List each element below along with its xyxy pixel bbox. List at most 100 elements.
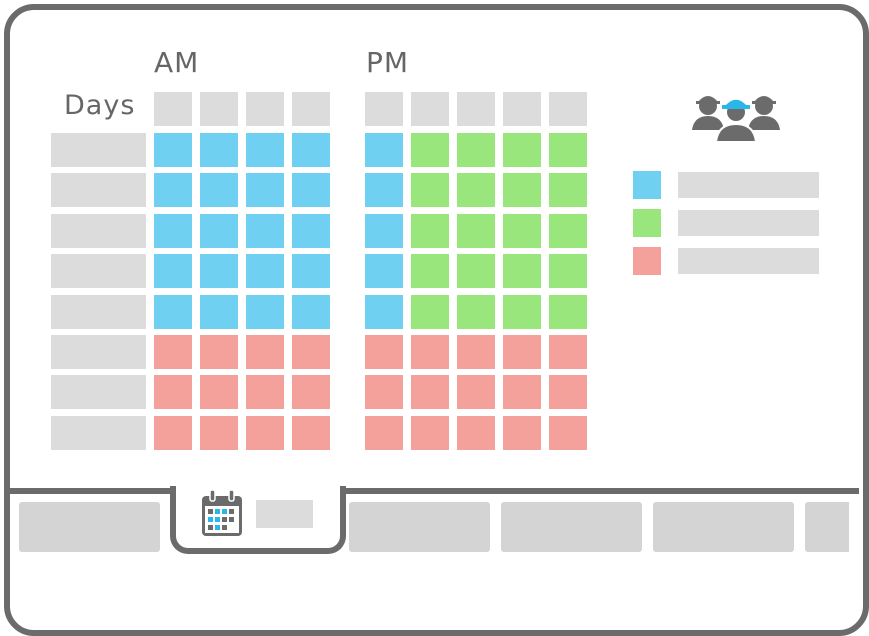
pm-slot-red[interactable] [365,375,403,409]
pm-slot-green[interactable] [457,295,495,329]
day-label [51,173,146,207]
day-label [51,375,146,409]
pm-slot-red[interactable] [457,375,495,409]
am-slot-blue[interactable] [154,133,192,167]
pm-slot-green[interactable] [457,254,495,288]
legend-swatch-green [633,209,661,237]
day-label [51,133,146,167]
am-column-header [292,92,330,126]
pm-slot-green[interactable] [411,133,449,167]
am-slot-red[interactable] [246,416,284,450]
pm-slot-blue[interactable] [365,214,403,248]
tab-6[interactable] [805,502,849,552]
pm-slot-red[interactable] [549,416,587,450]
am-slot-red[interactable] [246,335,284,369]
day-label [51,335,146,369]
pm-slot-green[interactable] [503,173,541,207]
am-slot-blue[interactable] [154,254,192,288]
workers-hardhat-icon [692,96,780,143]
pm-slot-green[interactable] [457,133,495,167]
am-slot-blue[interactable] [200,214,238,248]
am-slot-blue[interactable] [292,295,330,329]
am-column-header [154,92,192,126]
pm-slot-green[interactable] [503,254,541,288]
pm-slot-green[interactable] [503,295,541,329]
pm-slot-green[interactable] [549,214,587,248]
pm-slot-green[interactable] [411,173,449,207]
am-slot-blue[interactable] [292,254,330,288]
pm-slot-green[interactable] [503,214,541,248]
pm-slot-red[interactable] [365,335,403,369]
pm-slot-blue[interactable] [365,295,403,329]
am-slot-blue[interactable] [154,173,192,207]
am-slot-blue[interactable] [292,133,330,167]
pm-slot-red[interactable] [503,416,541,450]
am-slot-blue[interactable] [154,214,192,248]
am-slot-red[interactable] [154,416,192,450]
pm-slot-green[interactable] [549,295,587,329]
pm-slot-red[interactable] [457,335,495,369]
am-slot-red[interactable] [200,335,238,369]
tab-calendar-active[interactable] [170,486,346,554]
day-label [51,254,146,288]
am-slot-blue[interactable] [246,214,284,248]
pm-slot-green[interactable] [457,173,495,207]
day-label [51,295,146,329]
legend-swatch-blue [633,171,661,199]
tab-4[interactable] [501,502,642,552]
am-slot-blue[interactable] [200,254,238,288]
pm-slot-red[interactable] [365,416,403,450]
pm-slot-blue[interactable] [365,254,403,288]
am-slot-red[interactable] [154,335,192,369]
pm-slot-green[interactable] [549,133,587,167]
am-slot-red[interactable] [200,416,238,450]
am-slot-blue[interactable] [154,295,192,329]
am-slot-blue[interactable] [246,295,284,329]
am-slot-red[interactable] [292,335,330,369]
pm-slot-red[interactable] [411,375,449,409]
am-column-header [200,92,238,126]
am-slot-blue[interactable] [200,133,238,167]
days-heading: Days [64,90,136,121]
tab-3[interactable] [349,502,490,552]
pm-slot-red[interactable] [549,335,587,369]
am-slot-red[interactable] [292,416,330,450]
am-slot-blue[interactable] [246,254,284,288]
pm-slot-red[interactable] [457,416,495,450]
pm-slot-red[interactable] [549,375,587,409]
pm-slot-green[interactable] [411,295,449,329]
am-slot-blue[interactable] [246,133,284,167]
am-heading: AM [154,46,200,79]
am-slot-blue[interactable] [292,214,330,248]
pm-slot-green[interactable] [503,133,541,167]
pm-slot-green[interactable] [411,214,449,248]
am-slot-red[interactable] [292,375,330,409]
day-label [51,214,146,248]
tab-5[interactable] [653,502,794,552]
pm-slot-red[interactable] [411,335,449,369]
pm-slot-green[interactable] [411,254,449,288]
am-slot-blue[interactable] [292,173,330,207]
pm-column-header [503,92,541,126]
am-slot-red[interactable] [246,375,284,409]
am-slot-blue[interactable] [200,295,238,329]
pm-slot-green[interactable] [549,173,587,207]
tab-calendar-label [256,500,313,528]
legend-swatch-red [633,247,661,275]
pm-heading: PM [366,46,410,79]
am-slot-red[interactable] [200,375,238,409]
pm-slot-blue[interactable] [365,173,403,207]
pm-slot-blue[interactable] [365,133,403,167]
am-slot-blue[interactable] [246,173,284,207]
pm-slot-red[interactable] [503,335,541,369]
am-slot-red[interactable] [154,375,192,409]
pm-slot-red[interactable] [503,375,541,409]
pm-slot-green[interactable] [457,214,495,248]
am-slot-blue[interactable] [200,173,238,207]
pm-slot-red[interactable] [411,416,449,450]
pm-column-header [549,92,587,126]
pm-slot-green[interactable] [549,254,587,288]
am-column-header [246,92,284,126]
tab-1[interactable] [19,502,160,552]
legend-label-green [678,210,819,236]
